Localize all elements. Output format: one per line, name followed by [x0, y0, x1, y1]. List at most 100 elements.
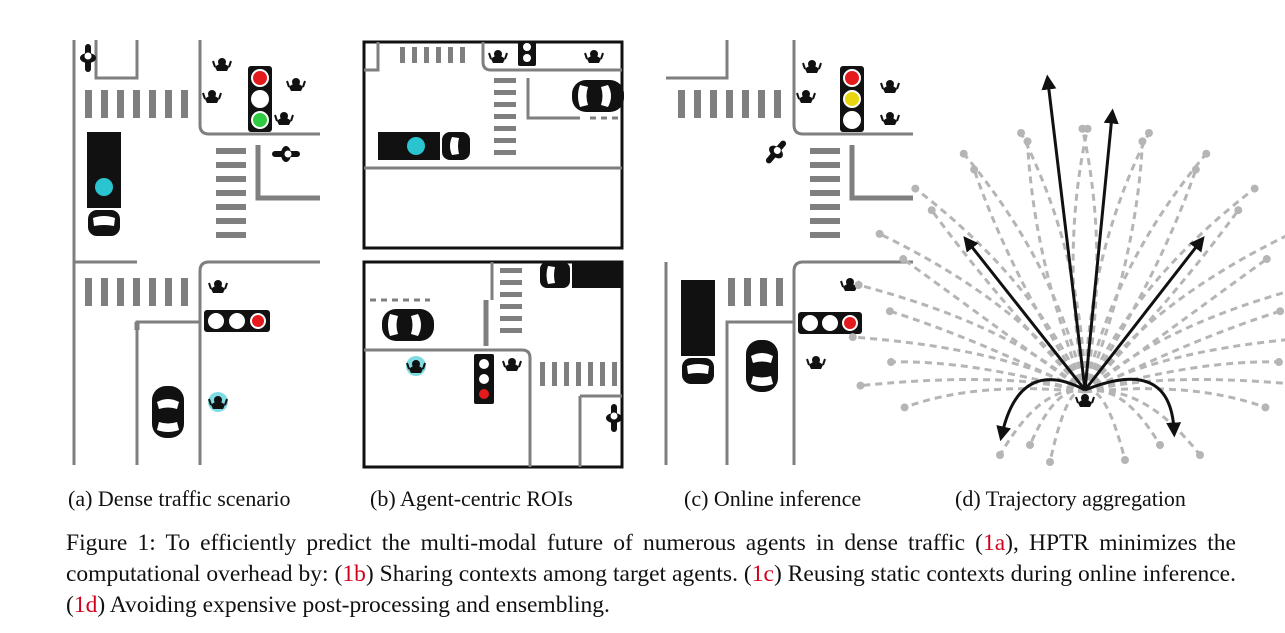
predicted-trajectory	[904, 387, 1086, 409]
trajectory-endpoint	[1083, 124, 1092, 133]
figure-caption: Figure 1: To efficiently predict the mul…	[66, 528, 1236, 621]
trajectory-endpoint	[970, 165, 979, 174]
trajectory-endpoint	[854, 281, 863, 290]
caption-text: ), HPTR minimizes the computational over…	[66, 530, 1236, 587]
predicted-trajectory	[1048, 389, 1086, 463]
predicted-trajectory	[1084, 389, 1202, 456]
trajectory-endpoint	[959, 149, 968, 158]
trajectory-endpoint	[1234, 206, 1243, 215]
predicted-trajectory	[1084, 387, 1266, 409]
subfigure-label-a: (a) Dense traffic scenario	[68, 486, 291, 511]
pedestrian-icon	[286, 77, 306, 92]
roi-box	[362, 260, 624, 469]
predicted-trajectory	[1084, 389, 1162, 446]
traffic-light-icon	[840, 66, 864, 132]
car-icon	[152, 386, 184, 438]
cyclist-icon	[272, 146, 300, 162]
predicted-trajectory	[914, 187, 1087, 393]
truck-icon	[540, 262, 622, 288]
roi-box	[362, 40, 624, 250]
predicted-trajectory	[1083, 234, 1285, 393]
caption-reference-link[interactable]: 1b	[342, 561, 366, 587]
trajectory-endpoint	[1026, 441, 1034, 449]
predicted-trajectory	[891, 360, 1086, 394]
predicted-trajectory	[998, 389, 1086, 456]
subfigure-label-c: (c) Online inference	[684, 486, 862, 511]
trajectory-endpoint	[1202, 149, 1211, 158]
traffic-light-icon	[474, 354, 494, 404]
car-icon	[746, 340, 778, 392]
trajectory-endpoint	[1274, 358, 1283, 367]
caption-text: Figure 1: To efficiently predict the mul…	[66, 530, 983, 556]
predicted-trajectory	[1083, 187, 1256, 393]
traffic-light-icon	[798, 312, 862, 334]
traffic-light-icon	[248, 66, 272, 132]
pedestrian-icon	[802, 59, 822, 74]
predicted-trajectory	[902, 257, 1086, 394]
trajectory-endpoint	[1046, 458, 1054, 466]
trajectory-endpoint	[856, 381, 865, 390]
trajectory-endpoint	[899, 255, 908, 264]
caption-text: ) Sharing contexts among target agents. …	[365, 561, 752, 587]
predicted-trajectory	[1083, 141, 1144, 393]
trajectory-endpoint	[1261, 403, 1270, 412]
pedestrian-icon	[806, 355, 826, 370]
caption-reference-link[interactable]: 1a	[982, 530, 1006, 556]
predicted-trajectory	[1084, 389, 1127, 461]
trajectory-arrow-icon	[963, 74, 1205, 442]
trajectory-endpoint	[885, 307, 894, 316]
trajectory-endpoint	[887, 358, 896, 367]
car-icon	[572, 80, 624, 112]
caption-reference-link[interactable]: 1c	[751, 561, 774, 587]
trajectory-endpoint	[900, 403, 909, 412]
trajectory-endpoint	[1191, 165, 1200, 174]
trajectory-endpoint	[1196, 451, 1204, 459]
target-marker-icon	[95, 178, 113, 196]
panel-agent-centric-rois	[362, 40, 624, 469]
caption-reference-link[interactable]: 1d	[73, 592, 98, 618]
subfigure-label-b: (b) Agent-centric ROIs	[370, 486, 573, 511]
predicted-trajectory	[1071, 128, 1090, 393]
traffic-light-icon	[518, 42, 536, 66]
predicted-trajectory	[962, 152, 1087, 393]
pedestrian-icon	[274, 111, 294, 126]
trajectory-endpoint	[996, 451, 1004, 459]
caption-text: ) Avoiding expensive post-processing and…	[97, 592, 610, 618]
panel-dense-traffic	[72, 40, 320, 465]
car-icon	[382, 309, 434, 341]
trajectory-endpoint	[927, 206, 936, 215]
trajectory-endpoint	[911, 184, 920, 193]
trajectory-endpoint	[1138, 137, 1147, 146]
predicted-trajectory	[858, 283, 1086, 394]
predicted-trajectory	[1083, 169, 1198, 393]
trajectory-endpoint	[875, 229, 884, 238]
pedestrian-icon	[796, 89, 816, 104]
trajectory-endpoint	[848, 333, 857, 342]
traffic-light-icon	[204, 310, 270, 332]
subfigure-label-d: (d) Trajectory aggregation	[955, 486, 1186, 511]
panel-trajectory-aggregation	[848, 74, 1285, 466]
trajectory-endpoint	[1144, 128, 1153, 137]
predicted-trajectory	[1083, 152, 1208, 393]
trajectory-endpoint	[1156, 441, 1164, 449]
truck-icon	[378, 132, 470, 160]
caption-text: ) Reusing static contexts during online …	[66, 561, 1236, 618]
trajectory-endpoint	[1023, 137, 1032, 146]
pedestrian-icon	[880, 111, 900, 126]
predicted-trajectory	[972, 169, 1087, 393]
predicted-trajectory	[1026, 141, 1087, 393]
figure-1	[72, 40, 1285, 469]
pedestrian-icon	[880, 79, 900, 94]
cyclist-icon	[80, 44, 96, 72]
pedestrian-icon	[202, 89, 222, 104]
trajectory-endpoint	[1262, 255, 1271, 264]
trajectory-endpoint	[1276, 307, 1285, 316]
predicted-trajectory	[1084, 257, 1268, 394]
cyclist-icon	[760, 136, 792, 168]
pedestrian-icon	[212, 57, 232, 72]
trajectory-endpoint	[1017, 128, 1026, 137]
pedestrian-icon	[1075, 393, 1095, 408]
predicted-trajectory	[1084, 309, 1281, 394]
panel-online-inference	[664, 40, 913, 465]
trajectory-endpoint	[1121, 456, 1129, 464]
